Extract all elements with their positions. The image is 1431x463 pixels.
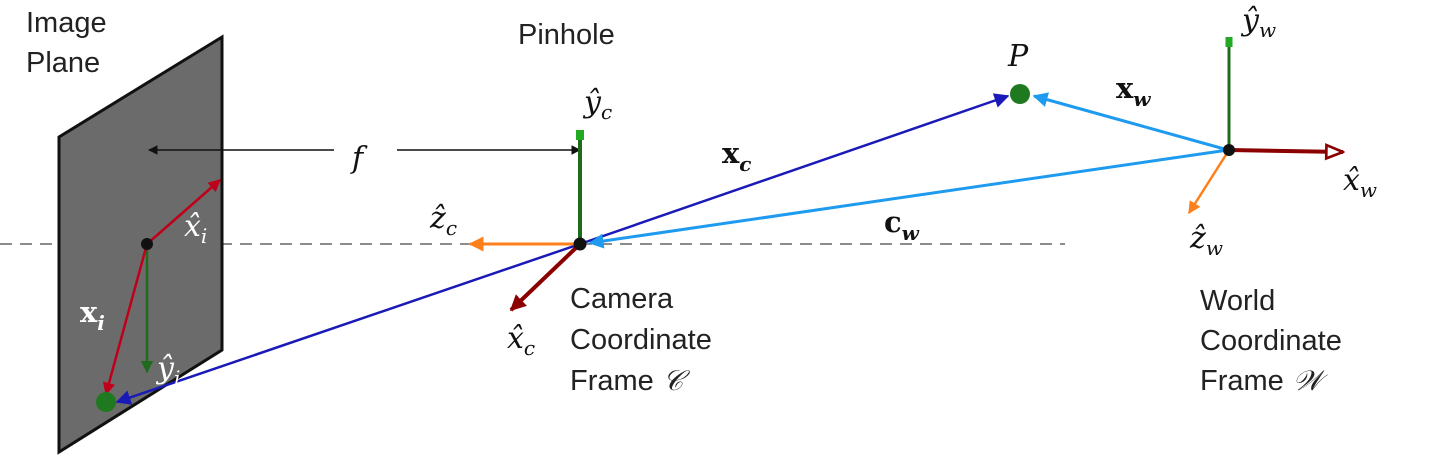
camera-y-axis-tip	[576, 130, 584, 140]
camera-frame-label-line2: Coordinate	[570, 324, 712, 356]
world-point-vector	[1032, 92, 1229, 152]
world-camera-center-vector-label: cw	[884, 205, 920, 245]
image-plane	[57, 34, 224, 455]
world-frame-word: Frame	[1200, 365, 1284, 397]
point-p-label: P	[1007, 39, 1029, 74]
pinhole-label: Pinhole	[518, 19, 615, 51]
world-z-axis-arrow	[1187, 149, 1231, 215]
image-plane-label-line1: Image	[26, 7, 107, 39]
projection-ray-upper	[579, 93, 1010, 246]
point-p-dot	[1010, 84, 1030, 104]
camera-x-hat-label: x̂c	[507, 321, 535, 360]
world-point-vector-label: xw	[1116, 71, 1151, 111]
camera-y-hat-label: ŷc	[582, 85, 612, 124]
camera-z-hat-label: ẑc	[429, 201, 457, 240]
world-frame-symbol: 𝒲	[1293, 364, 1329, 397]
world-frame-label-line1: World	[1200, 285, 1275, 317]
world-z-hat-label: ẑw	[1189, 221, 1223, 260]
world-x-hat-label: x̂w	[1343, 163, 1377, 202]
image-point-dot	[96, 392, 116, 412]
projection-ray-lower	[115, 242, 581, 405]
world-x-axis-arrow	[1228, 150, 1343, 152]
image-point-vector-arrow	[102, 243, 149, 396]
focal-length-label: f	[350, 141, 368, 176]
camera-frame-label-line1: Camera	[570, 283, 674, 315]
image-center-dot	[141, 238, 153, 250]
image-plane-label-line2: Plane	[26, 47, 100, 79]
world-origin-dot	[1223, 144, 1235, 156]
image-y-hat-label: ŷi	[155, 351, 180, 390]
world-camera-center-vector	[588, 148, 1229, 249]
pinhole-dot	[573, 237, 587, 251]
image-point-vector-label: xi	[80, 295, 105, 335]
world-y-axis-tip	[1225, 37, 1233, 47]
camera-frame-word: Frame	[570, 365, 654, 397]
world-y-hat-label: ŷw	[1240, 3, 1276, 42]
camera-point-vector-label: xc	[722, 136, 751, 176]
world-frame-label-line2: Coordinate	[1200, 325, 1342, 357]
camera-frame-symbol: 𝒞	[663, 364, 691, 397]
world-frame-label-line3: Frame 𝒲	[1200, 364, 1329, 397]
camera-frame-label-line3: Frame 𝒞	[570, 364, 691, 397]
image-x-hat-label: x̂i	[184, 209, 207, 248]
image-x-axis-arrow	[146, 179, 221, 245]
camera-x-axis-arrow	[509, 242, 582, 312]
